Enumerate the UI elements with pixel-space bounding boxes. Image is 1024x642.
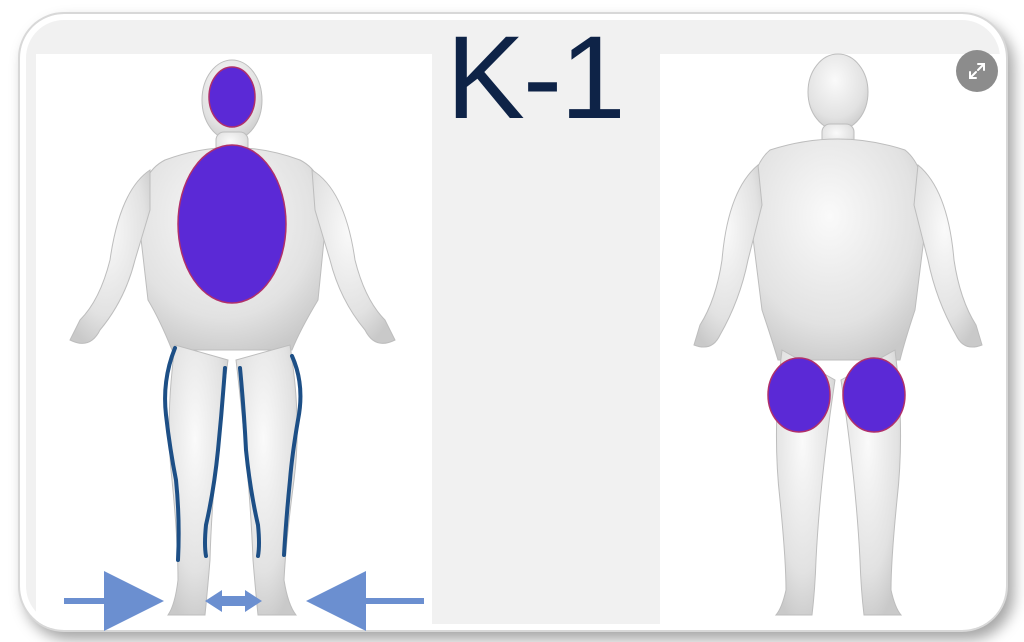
front-body-figure xyxy=(70,60,395,615)
expand-arrows-icon xyxy=(966,60,988,82)
torso-highlight xyxy=(178,145,286,303)
arrow-double xyxy=(205,590,262,612)
back-body-figure xyxy=(694,54,982,615)
expand-button[interactable] xyxy=(956,50,998,92)
head-highlight xyxy=(209,67,255,127)
left-glute-highlight xyxy=(768,358,830,432)
direction-arrows xyxy=(64,590,424,612)
right-glute-highlight xyxy=(843,358,905,432)
